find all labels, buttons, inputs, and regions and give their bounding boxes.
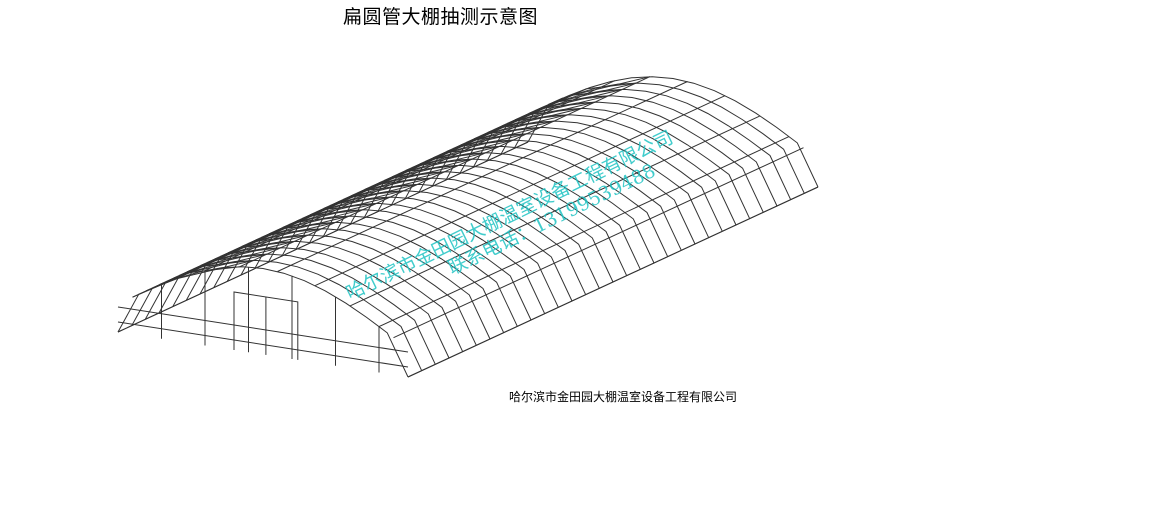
drawing-title: 扁圆管大棚抽测示意图	[343, 6, 539, 28]
cross-brace	[326, 202, 377, 210]
cross-brace	[421, 158, 473, 166]
purlin	[349, 115, 761, 307]
arch-frame	[527, 76, 819, 188]
purlin	[378, 136, 790, 328]
cross-brace	[285, 221, 336, 229]
cross-brace	[353, 190, 404, 198]
cross-brace	[203, 259, 254, 267]
cross-brace	[585, 82, 637, 90]
cross-brace	[542, 94, 573, 108]
purlin	[393, 147, 804, 339]
end-wall-doors	[117, 267, 409, 373]
purlin	[314, 95, 726, 287]
ground-line	[407, 186, 819, 378]
end-wall-rail	[117, 306, 409, 353]
cross-brace	[531, 107, 582, 115]
cross-brace	[558, 95, 609, 103]
cross-brace	[503, 120, 555, 128]
cross-brace	[449, 145, 500, 153]
cross-brace	[490, 126, 541, 134]
cross-brace	[544, 101, 596, 109]
cross-brace	[312, 209, 363, 217]
greenhouse-frame	[117, 76, 819, 378]
cross-brace	[517, 114, 568, 122]
cross-brace	[572, 88, 623, 96]
cross-brace	[435, 152, 486, 160]
end-wall-rail	[117, 321, 409, 368]
cross-brace	[476, 133, 527, 141]
cross-brace	[189, 266, 240, 274]
purlin	[277, 81, 688, 272]
cross-brace	[367, 183, 418, 191]
ground-line	[117, 141, 529, 333]
company-caption: 哈尔滨市金田园大棚温室设备工程有限公司	[509, 390, 738, 404]
watermark-company: 哈尔滨市金田园大棚温室设备工程有限公司	[343, 126, 677, 304]
cross-brace	[244, 240, 295, 248]
cross-brace	[408, 164, 459, 172]
cross-brace	[394, 171, 445, 179]
cross-brace	[230, 247, 281, 255]
cross-brace	[339, 196, 391, 204]
cross-brace	[271, 228, 322, 236]
cross-brace	[216, 253, 268, 261]
cross-brace	[257, 234, 309, 242]
cross-brace	[298, 215, 350, 223]
cross-brace	[462, 139, 514, 147]
cross-brace	[380, 177, 432, 185]
